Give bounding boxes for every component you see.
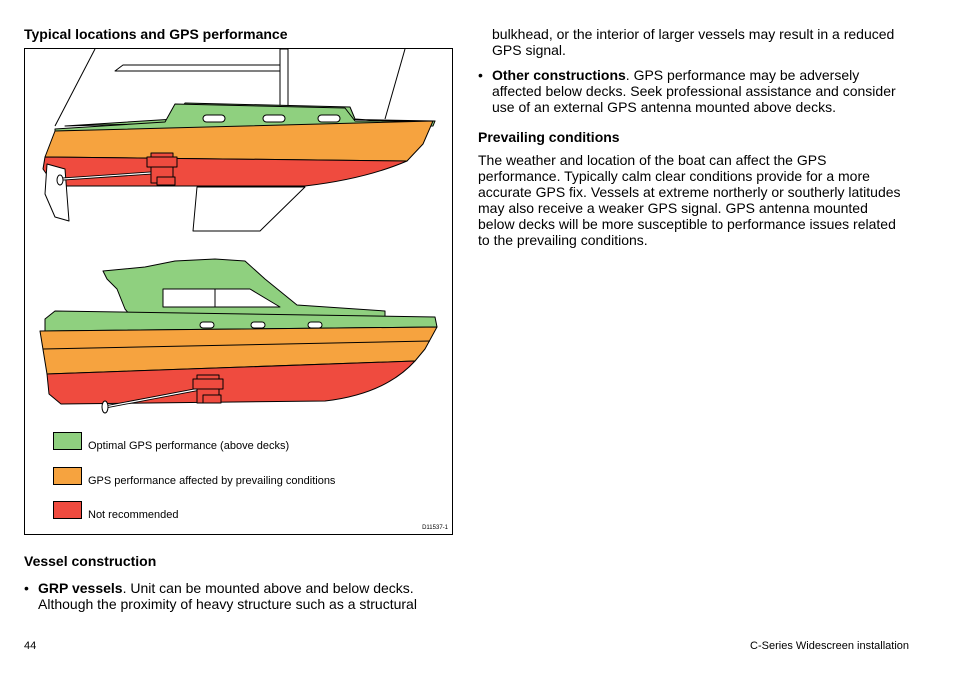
bullet-other-text-2: affected below decks. Seek professional … <box>492 83 896 99</box>
prevailing-para-line-6: to the prevailing conditions. <box>478 232 648 248</box>
continued-text-line-2: GPS signal. <box>492 42 566 58</box>
prevailing-para-line-2: performance. Typically calm clear condit… <box>478 168 870 184</box>
bullet-other-text-1: . GPS performance may be adversely <box>625 67 860 83</box>
section-heading-vessel-construction: Vessel construction <box>24 553 157 569</box>
section-heading-typical-locations: Typical locations and GPS performance <box>24 26 288 42</box>
engine-sailboat <box>146 152 178 186</box>
bullet-grp-text-1: . Unit can be mounted above and below de… <box>122 580 414 596</box>
legend-swatch-not-recommended <box>53 501 82 519</box>
bullet-other-term: Other constructions <box>492 67 626 83</box>
section-heading-prevailing-conditions: Prevailing conditions <box>478 129 620 145</box>
document-title: C-Series Widescreen installation <box>750 640 909 652</box>
motorboat <box>39 258 438 414</box>
figure-code: D11537-1 <box>422 525 448 531</box>
prevailing-para-line-4: may also receive a weaker GPS signal. GP… <box>478 200 868 216</box>
continued-text-line-1: bulkhead, or the interior of larger vess… <box>492 26 895 42</box>
bullet-other-text-3: use of an external GPS antenna mounted a… <box>492 99 837 115</box>
bullet-grp-term: GRP vessels <box>38 580 123 596</box>
prevailing-para-line-3: accurate GPS fix. Vessels at extreme nor… <box>478 184 901 200</box>
sailboat <box>42 49 436 232</box>
bullet-other-constructions: • Other constructions. GPS performance m… <box>478 67 918 115</box>
legend-label-optimal: Optimal GPS performance (above decks) <box>88 440 290 452</box>
prevailing-para-line-1: The weather and location of the boat can… <box>478 152 827 168</box>
legend-label-affected: GPS performance affected by prevailing c… <box>88 475 336 487</box>
prevailing-para-line-5: below decks will be more susceptible to … <box>478 216 896 232</box>
legend-label-not-recommended: Not recommended <box>88 509 179 521</box>
bullet-grp-text-2: Although the proximity of heavy structur… <box>38 596 417 612</box>
bullet-grp-vessels: • GRP vessels. Unit can be mounted above… <box>24 580 444 612</box>
legend-swatch-affected <box>53 467 82 485</box>
gps-location-figure: Optimal GPS performance (above decks) GP… <box>24 48 453 535</box>
boat-illustration <box>39 49 438 414</box>
legend-swatch-optimal <box>53 432 82 450</box>
page-number: 44 <box>24 640 37 652</box>
engine-motorboat <box>192 374 224 404</box>
bullet-dot: • <box>478 67 483 83</box>
bullet-dot: • <box>24 580 29 596</box>
